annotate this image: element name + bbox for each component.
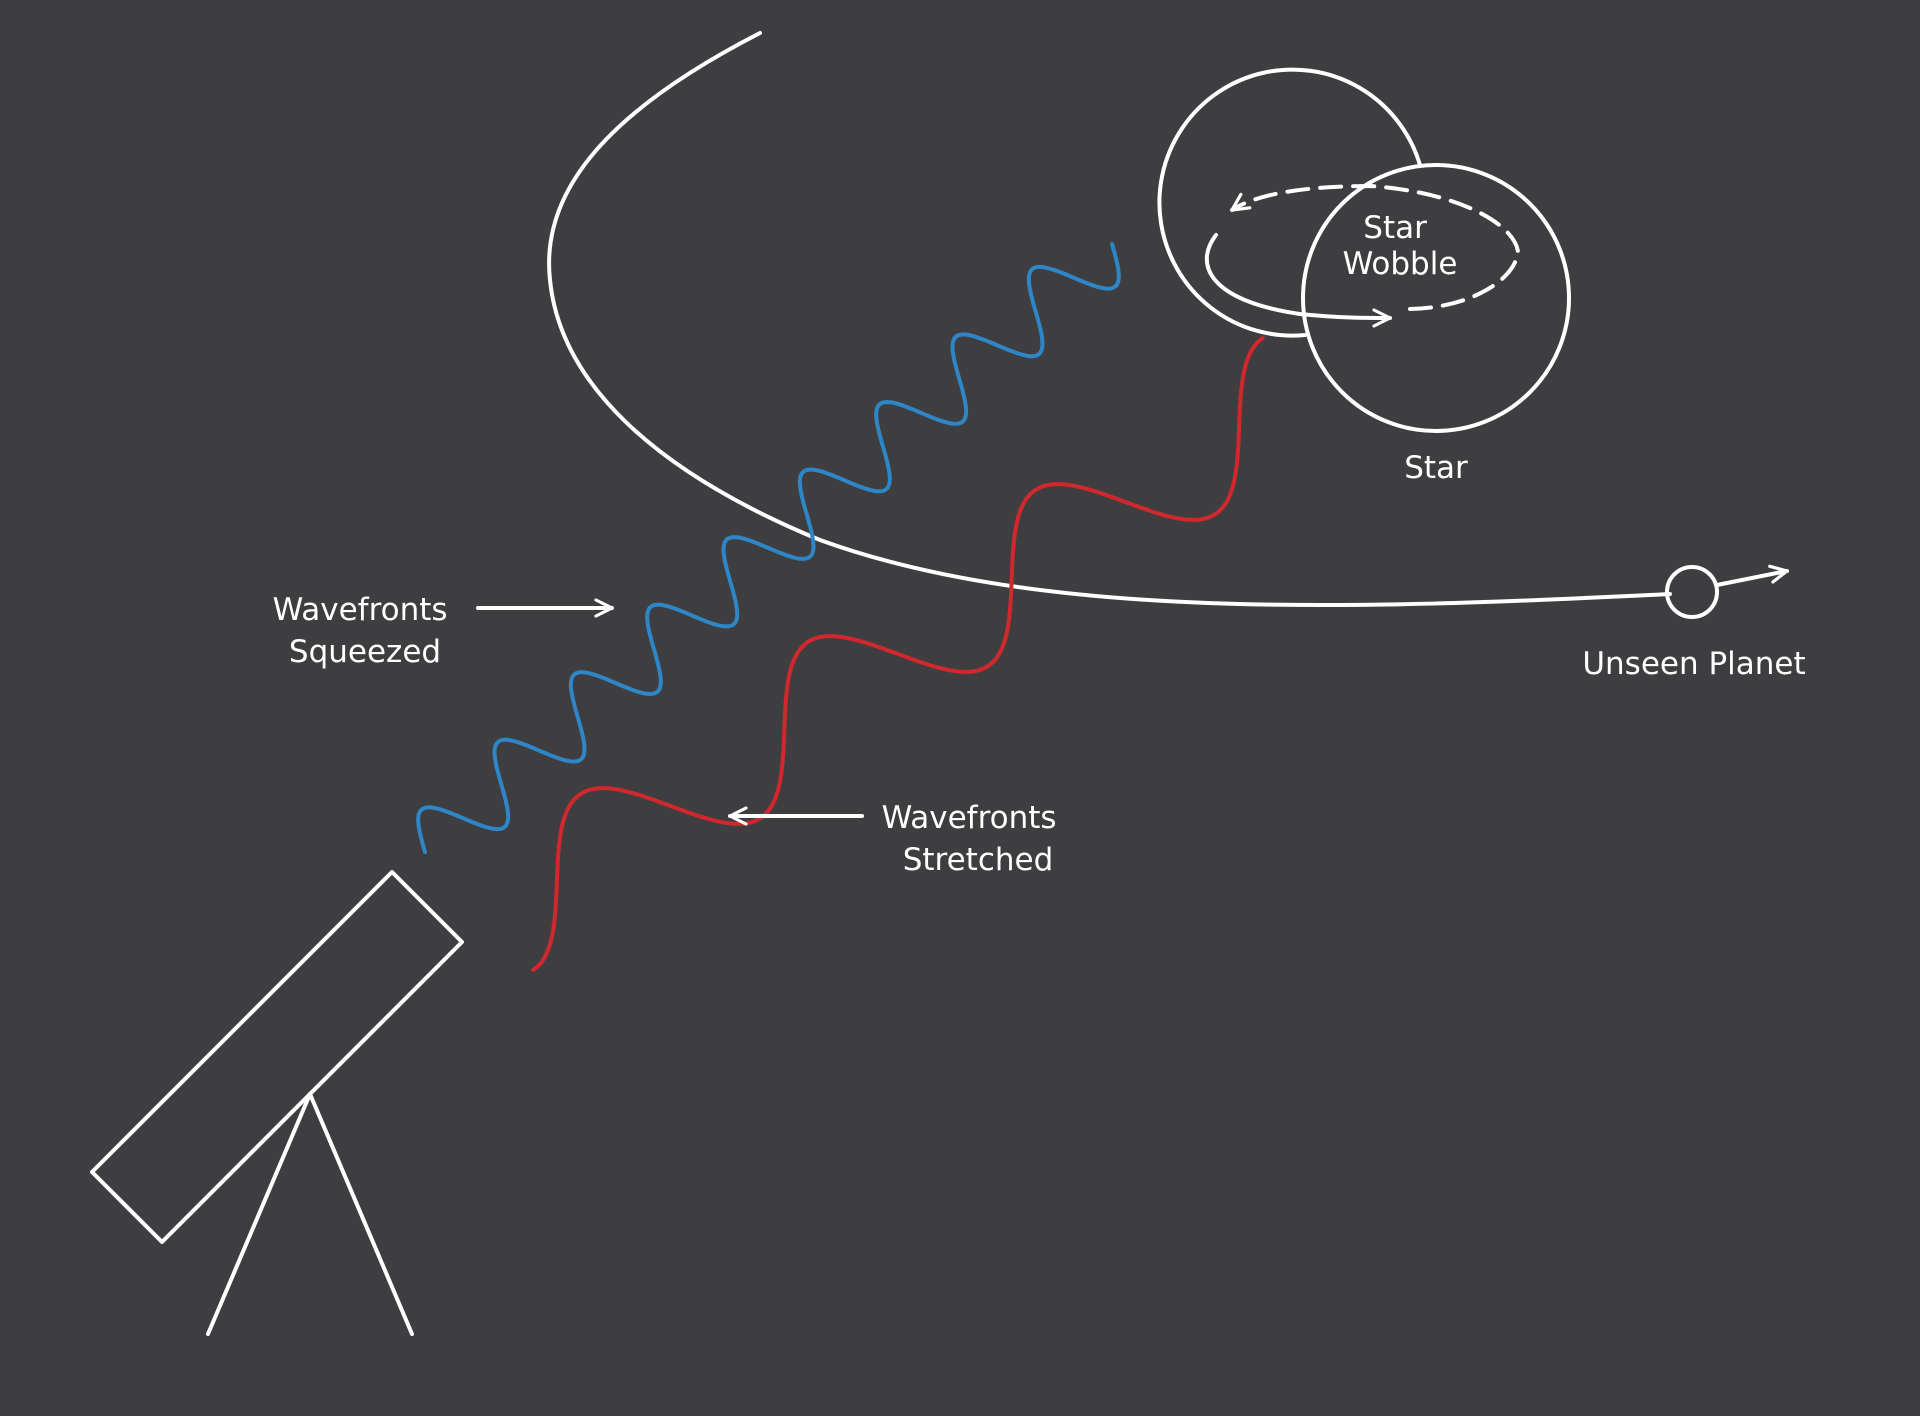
wavefronts-squeezed-label: Wavefronts Squeezed <box>273 592 458 670</box>
redshift-wavefront <box>531 336 1265 972</box>
star-icon <box>1301 163 1571 433</box>
planet-direction-arrow <box>1715 564 1789 587</box>
telescope-leg-left <box>206 1092 312 1336</box>
planet-orbit-path <box>547 31 1672 608</box>
planet-icon <box>1665 565 1719 619</box>
telescope-leg-right <box>308 1092 414 1336</box>
telescope-tube <box>90 870 464 1244</box>
telescope-icon <box>90 870 464 1336</box>
wobble-orbit-solid <box>1204 233 1392 328</box>
wobble-orbit-dashed <box>1230 184 1520 311</box>
star-wobble-label: Star Wobble <box>1343 210 1458 282</box>
blueshift-wavefront <box>416 242 1121 854</box>
wavefronts-stretched-label: Wavefronts Stretched <box>882 800 1067 878</box>
unseen-planet-label: Unseen Planet <box>1582 646 1805 682</box>
star-label: Star <box>1404 450 1468 486</box>
star-previous-position-outline <box>1157 67 1422 338</box>
